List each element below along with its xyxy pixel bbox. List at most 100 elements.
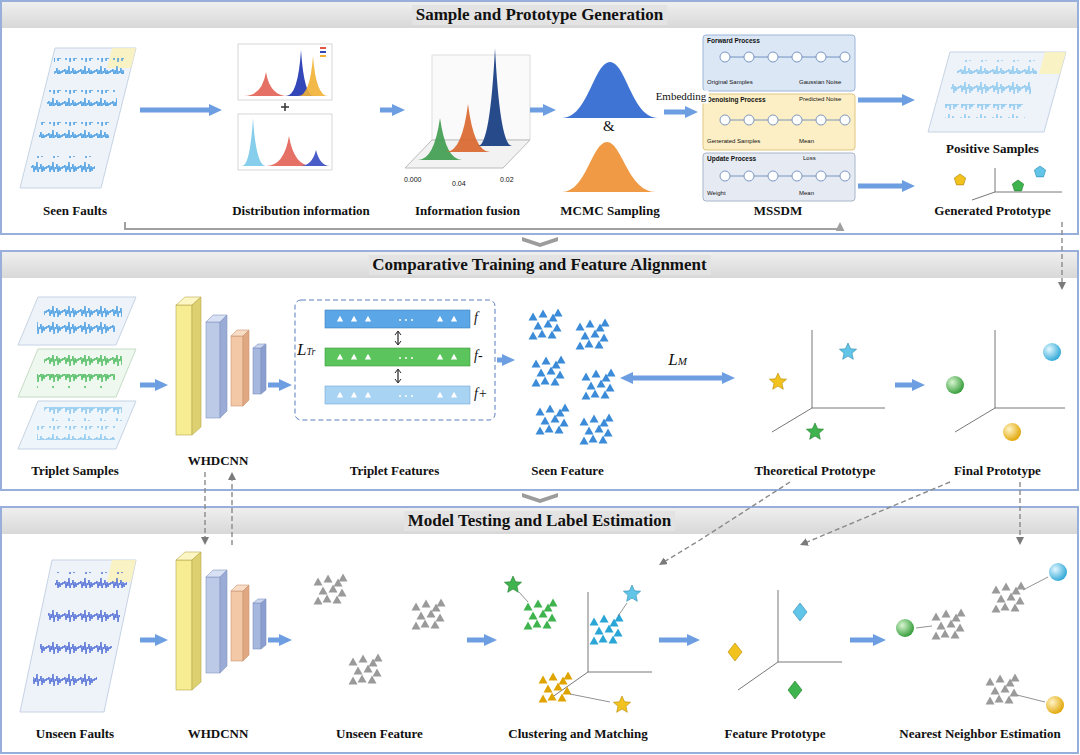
distribution-charts (242, 118, 266, 166)
triplet-samples-signals (44, 303, 122, 317)
positive-samples-signals (928, 52, 1066, 132)
dashed-link (231, 476, 232, 545)
positive-samples-signals (951, 82, 1031, 96)
flow-arrow (380, 108, 398, 113)
seen-faults-signals (54, 58, 124, 74)
sub-label: Update Process (707, 155, 756, 163)
panel-band: Model Testing and Label EstimationUnseen… (1, 507, 1078, 753)
clustering-axes (519, 592, 627, 702)
sub-label: Gaussian Noise (799, 79, 841, 86)
seen-faults-signals (20, 48, 136, 188)
step-group: WHDCNN (168, 545, 268, 745)
panel-frame (1, 507, 1078, 753)
mssdm-schematic (792, 115, 802, 125)
mssdm-schematic (840, 115, 850, 125)
nearest-neighbor-scatter (1049, 563, 1067, 581)
fusion-plot (432, 55, 530, 140)
step-group: WHDCNN (168, 290, 268, 472)
generated-prototype-axes (1034, 166, 1045, 177)
seen-faults-signals (47, 90, 117, 106)
dashed-link (1019, 482, 1020, 541)
step-caption: Triplet Features (350, 463, 439, 479)
step-caption: Feature Prototype (725, 726, 826, 742)
theoretical-prototype-axes (839, 343, 856, 359)
axis-tick: 0.000 (404, 176, 422, 184)
triplet-samples-signals (18, 349, 136, 397)
step-group: MSSDMForward ProcessOriginal SamplesGaus… (698, 32, 858, 222)
feature-prototype-axes (728, 590, 842, 699)
feature-prototype-axes (738, 590, 842, 690)
fusion-plot (405, 48, 530, 168)
step-group: Feature Prototype (700, 545, 850, 745)
distribution-charts (300, 150, 330, 166)
stage-chevron (522, 237, 558, 247)
nearest-neighbor-scatter (916, 577, 1048, 702)
step-group: Final Prototype (925, 290, 1070, 482)
flow-arrow (467, 638, 490, 643)
triplet-feature-bars (437, 392, 443, 398)
mssdm-schematic (744, 52, 754, 62)
panel-heading: Model Testing and Label Estimation (404, 511, 676, 531)
step-group: Seen Feature (515, 290, 620, 482)
step-caption: MCMC Sampling (560, 203, 659, 219)
edge-label: Embedding (654, 90, 709, 103)
triplet-feature-bars (451, 392, 457, 398)
step-caption: Seen Faults (43, 203, 107, 219)
mssdm-schematic (744, 115, 754, 125)
triplet-samples-signals (18, 297, 136, 345)
unseen-faults-signals (33, 674, 97, 690)
unseen-feature-scatter (314, 574, 348, 605)
panel-heading: Comparative Training and Feature Alignme… (368, 255, 710, 275)
generated-prototype-axes (1012, 180, 1023, 191)
triplet-feature-bars (411, 319, 413, 321)
flow-arrow (664, 110, 691, 115)
mcmc-distributions (562, 142, 656, 192)
sub-label: LTr (297, 340, 315, 360)
seen-feature-scatter (580, 414, 614, 445)
nearest-neighbor-scatter (896, 619, 914, 637)
process-box: Forward ProcessOriginal SamplesGaussian … (703, 35, 855, 91)
step-group: Seen Faults (10, 35, 140, 222)
mssdm-schematic (792, 171, 802, 181)
step-caption: Clustering and Matching (508, 726, 647, 742)
fusion-plot (418, 118, 462, 160)
seen-faults-signals (39, 122, 109, 138)
sub-label: Forward Process (707, 37, 760, 45)
mssdm-schematic (840, 52, 850, 62)
distribution-charts (320, 55, 326, 57)
sub-label: Weight (707, 190, 726, 197)
dashed-link (662, 482, 790, 563)
step-group: Unseen Faults (10, 545, 140, 745)
unseen-faults-signals (48, 606, 120, 622)
triplet-feature-bars (395, 331, 401, 383)
panel-frame (2, 2, 1077, 28)
step-group: Theoretical Prototype (735, 290, 895, 482)
step-caption: Unseen Faults (36, 726, 114, 742)
triplet-feature-bars (351, 354, 357, 360)
triplet-feature-bars (405, 319, 407, 321)
nearest-neighbor-scatter (1046, 696, 1064, 714)
theoretical-prototype-axes (806, 423, 823, 439)
panel-heading: Sample and Prototype Generation (412, 5, 668, 25)
panel-frame (2, 508, 1077, 534)
conjunction-mark: & (603, 117, 615, 135)
final-prototype-axes (946, 376, 964, 394)
axis-tick: 0.02 (500, 176, 514, 184)
triplet-feature-bars (325, 348, 470, 366)
seen-faults-signals (31, 156, 95, 172)
positive-samples-signals (945, 104, 1025, 118)
final-prototype-axes (946, 330, 1065, 441)
unseen-faults-signals (40, 640, 112, 656)
triplet-feature-bars (437, 316, 443, 322)
nearest-neighbor-scatter (986, 674, 1020, 705)
triplet-feature-bars (365, 392, 371, 398)
triplet-feature-bars (295, 300, 495, 420)
triplet-feature-bars (451, 316, 457, 322)
triplet-feature-bars (399, 395, 401, 397)
triplet-feature-bars (405, 395, 407, 397)
clustering-axes (590, 614, 624, 645)
mssdm-schematic (744, 171, 754, 181)
seen-feature-scatter (529, 309, 616, 445)
process-box: Update ProcessLossWeightMean (703, 153, 855, 201)
